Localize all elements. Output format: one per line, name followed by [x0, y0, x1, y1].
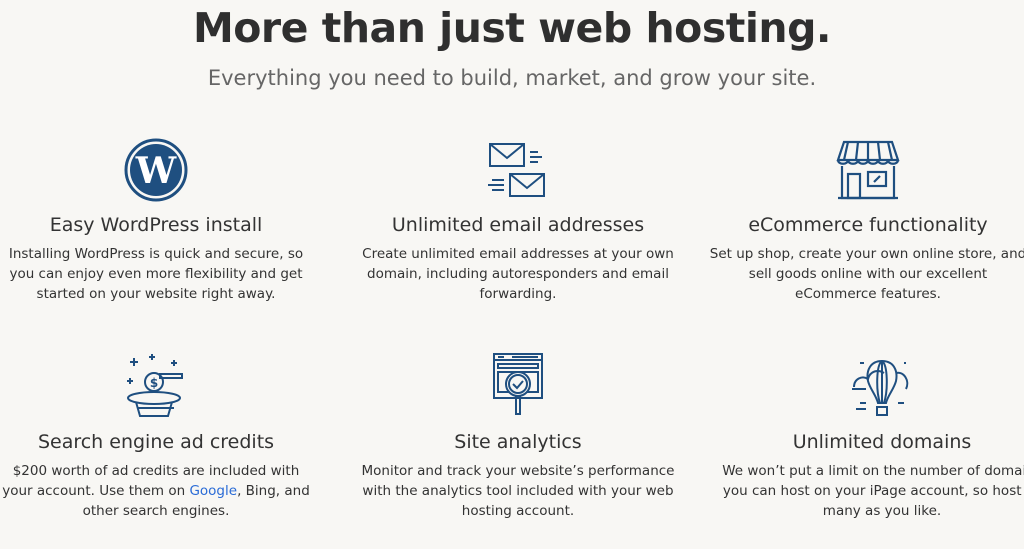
feature-title: eCommerce functionality	[748, 214, 988, 236]
feature-wordpress: W Easy WordPress install Installing Word…	[0, 138, 316, 304]
feature-description: Monitor and track your website’s perform…	[361, 463, 675, 519]
feature-title: Site analytics	[454, 431, 582, 453]
feature-title: Search engine ad credits	[37, 431, 275, 453]
storefront-icon	[708, 138, 1024, 202]
balloon-icon	[722, 355, 1024, 419]
feature-description: Create unlimited email addresses at your…	[362, 246, 674, 302]
feature-description: Installing WordPress is quick and secure…	[8, 246, 304, 302]
svg-text:W: W	[135, 150, 177, 192]
page-title: More than just web hosting.	[192, 4, 832, 52]
feature-email: Unlimited email addresses Create unlimit…	[358, 138, 678, 304]
analytics-icon	[358, 353, 678, 419]
feature-description: Set up shop, create your own online stor…	[709, 246, 1024, 302]
feature-ad-credits: $ Search engine ad credits $200 worth of…	[0, 354, 316, 521]
feature-title: Unlimited email addresses	[391, 214, 645, 236]
feature-title: Easy WordPress install	[49, 214, 263, 236]
feature-description: We won’t put a limit on the number of do…	[722, 463, 1024, 519]
email-icon	[358, 138, 678, 202]
svg-text:$: $	[150, 376, 158, 390]
feature-ecommerce: eCommerce functionality Set up shop, cre…	[708, 138, 1024, 304]
feature-description: $200 worth of ad credits are included wi…	[0, 461, 316, 521]
feature-title: Unlimited domains	[792, 431, 972, 453]
feature-domains: Unlimited domains We won’t put a limit o…	[722, 355, 1024, 521]
description-text: , Bing, and other search engines.	[82, 483, 310, 519]
description-text: $200 worth of ad credits are included wi…	[2, 463, 300, 499]
magic-hat-icon: $	[0, 354, 316, 419]
page-subtitle: Everything you need to build, market, an…	[207, 66, 817, 90]
google-link[interactable]: Google	[189, 483, 238, 499]
wordpress-icon: W	[0, 138, 316, 202]
feature-analytics: Site analytics Monitor and track your we…	[358, 353, 678, 521]
